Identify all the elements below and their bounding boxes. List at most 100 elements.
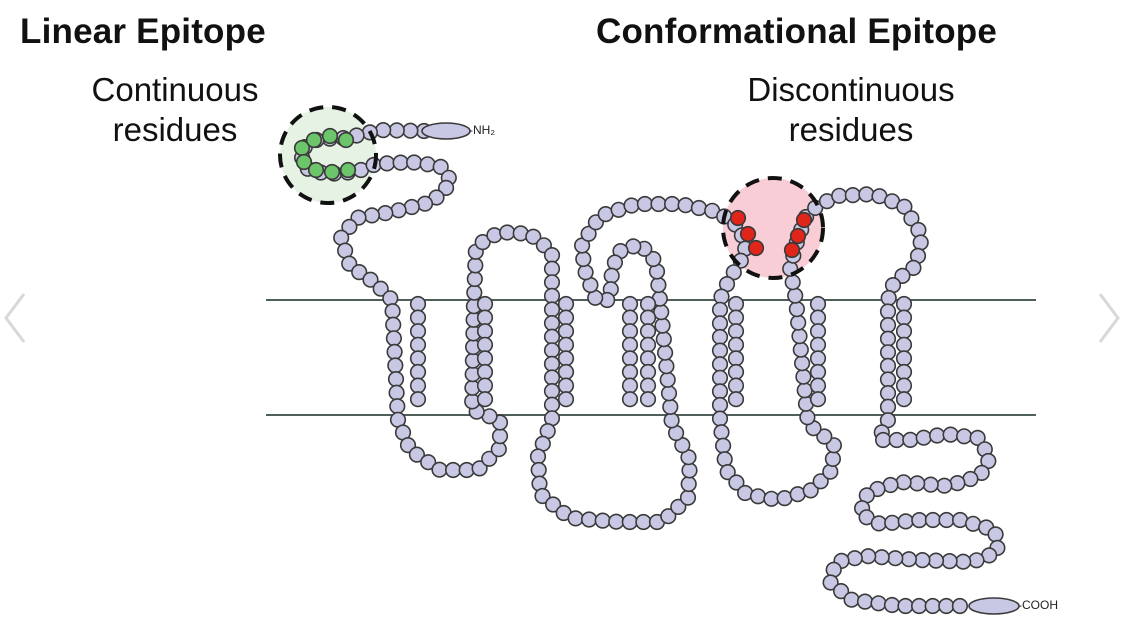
amino-acid-residue (896, 198, 913, 215)
amino-acid-residue (382, 290, 399, 307)
amino-acid-residue (658, 358, 675, 375)
amino-acid-residue (749, 488, 767, 505)
amino-acid-residue (727, 363, 745, 381)
amino-acid-residue (466, 284, 483, 301)
amino-acid-residue (409, 391, 427, 408)
amino-acid-residue (670, 498, 687, 516)
amino-acid-residue (305, 131, 323, 149)
amino-acid-residue (408, 446, 426, 463)
amino-acid-residue (635, 513, 652, 531)
linear-epitope-ring (278, 105, 378, 205)
amino-acid-residue (557, 309, 575, 326)
amino-acid-residue (727, 309, 745, 326)
amino-acid-residue (879, 303, 897, 320)
amino-acid-residue (711, 328, 729, 346)
amino-acid-residue (650, 276, 667, 294)
amino-acid-residue (384, 303, 401, 320)
amino-acid-residue (621, 391, 639, 408)
amino-acid-residue (623, 197, 640, 214)
amino-acid-residue (557, 391, 575, 408)
amino-acid-residue (431, 461, 448, 478)
amino-acid-residue (809, 377, 827, 394)
amino-acid-residue (603, 267, 620, 284)
amino-acid-residue (747, 239, 765, 257)
amino-acid-residue (729, 209, 747, 227)
protein-chain (293, 122, 1006, 615)
amino-acid-residue (385, 316, 402, 333)
amino-acid-residue (529, 448, 547, 465)
amino-acid-residue (409, 350, 427, 367)
amino-acid-residue (372, 280, 389, 297)
amino-acid-residue (787, 287, 804, 304)
amino-acid-residue (409, 336, 427, 353)
amino-acid-residue (714, 437, 732, 454)
amino-acid-residue (567, 510, 584, 527)
amino-acid-residue (679, 489, 697, 506)
amino-acid-residue (621, 363, 639, 381)
amino-acid-residue (351, 264, 368, 281)
amino-acid-residue (763, 490, 780, 507)
amino-acid-residue (914, 551, 931, 569)
chevron-right-icon (1098, 293, 1120, 343)
amino-acid-residue (910, 597, 928, 615)
next-slide-button[interactable] (1096, 290, 1122, 346)
amino-acid-residue (491, 428, 509, 445)
amino-acid-residue (860, 548, 877, 565)
amino-acid-residue (924, 511, 942, 529)
amino-acid-residue (879, 330, 897, 347)
amino-acid-residue (474, 234, 491, 251)
amino-acid-residue (788, 301, 806, 318)
amino-acid-residue (378, 155, 396, 172)
amino-acid-residue (594, 512, 611, 529)
amino-acid-residue (636, 195, 654, 213)
amino-acid-residue (711, 369, 729, 386)
amino-acid-residue (385, 330, 403, 347)
amino-acid-residue (809, 295, 827, 313)
amino-acid-residue (915, 429, 932, 446)
amino-acid-residue (534, 487, 551, 505)
amino-acid-residue (902, 431, 919, 449)
amino-acid-residue (870, 515, 887, 532)
amino-acid-residue (481, 450, 498, 467)
amino-acid-residue (577, 264, 594, 281)
amino-acid-residue (879, 357, 897, 375)
amino-acid-residue (476, 377, 494, 394)
amino-acid-residue (409, 323, 427, 340)
amino-acid-residue (476, 336, 494, 353)
amino-acid-residue (938, 511, 955, 529)
amino-acid-residue (606, 254, 624, 271)
prev-slide-button[interactable] (2, 290, 28, 346)
amino-acid-residue (809, 323, 827, 340)
amino-acid-residue (711, 315, 729, 332)
amino-acid-residue (809, 336, 827, 353)
amino-acid-residue (621, 323, 639, 340)
amino-acid-residue (543, 274, 561, 291)
amino-acid-residue (420, 454, 437, 471)
amino-acid-residue (711, 383, 729, 400)
amino-acid-residue (924, 597, 941, 615)
amino-acid-residue (621, 513, 638, 531)
amino-acid-residue (386, 343, 403, 361)
amino-acid-residue (796, 382, 813, 399)
amino-acid-residue (660, 508, 677, 525)
amino-acid-residue (660, 385, 678, 402)
amino-acid-residue (809, 309, 827, 326)
amino-acid-residue (377, 205, 394, 222)
amino-acid-residue (711, 356, 729, 373)
amino-acid-residue (543, 396, 561, 413)
amino-acid-residue (656, 344, 674, 361)
amino-acid-residue (897, 597, 914, 615)
amino-acid-residue (887, 550, 904, 567)
amino-acid-residue (389, 398, 406, 415)
amino-acid-residue (874, 431, 892, 449)
amino-acid-residue (639, 350, 657, 367)
amino-acid-residue (895, 391, 913, 408)
amino-acid-residue (639, 377, 657, 394)
amino-acid-residue (543, 247, 561, 264)
amino-acid-residue (928, 427, 946, 444)
amino-acid-residue (873, 549, 890, 566)
amino-acid-residue (403, 198, 420, 216)
amino-acid-residue (725, 264, 742, 281)
amino-acid-residue (713, 288, 730, 305)
amino-acid-residue (792, 341, 809, 358)
